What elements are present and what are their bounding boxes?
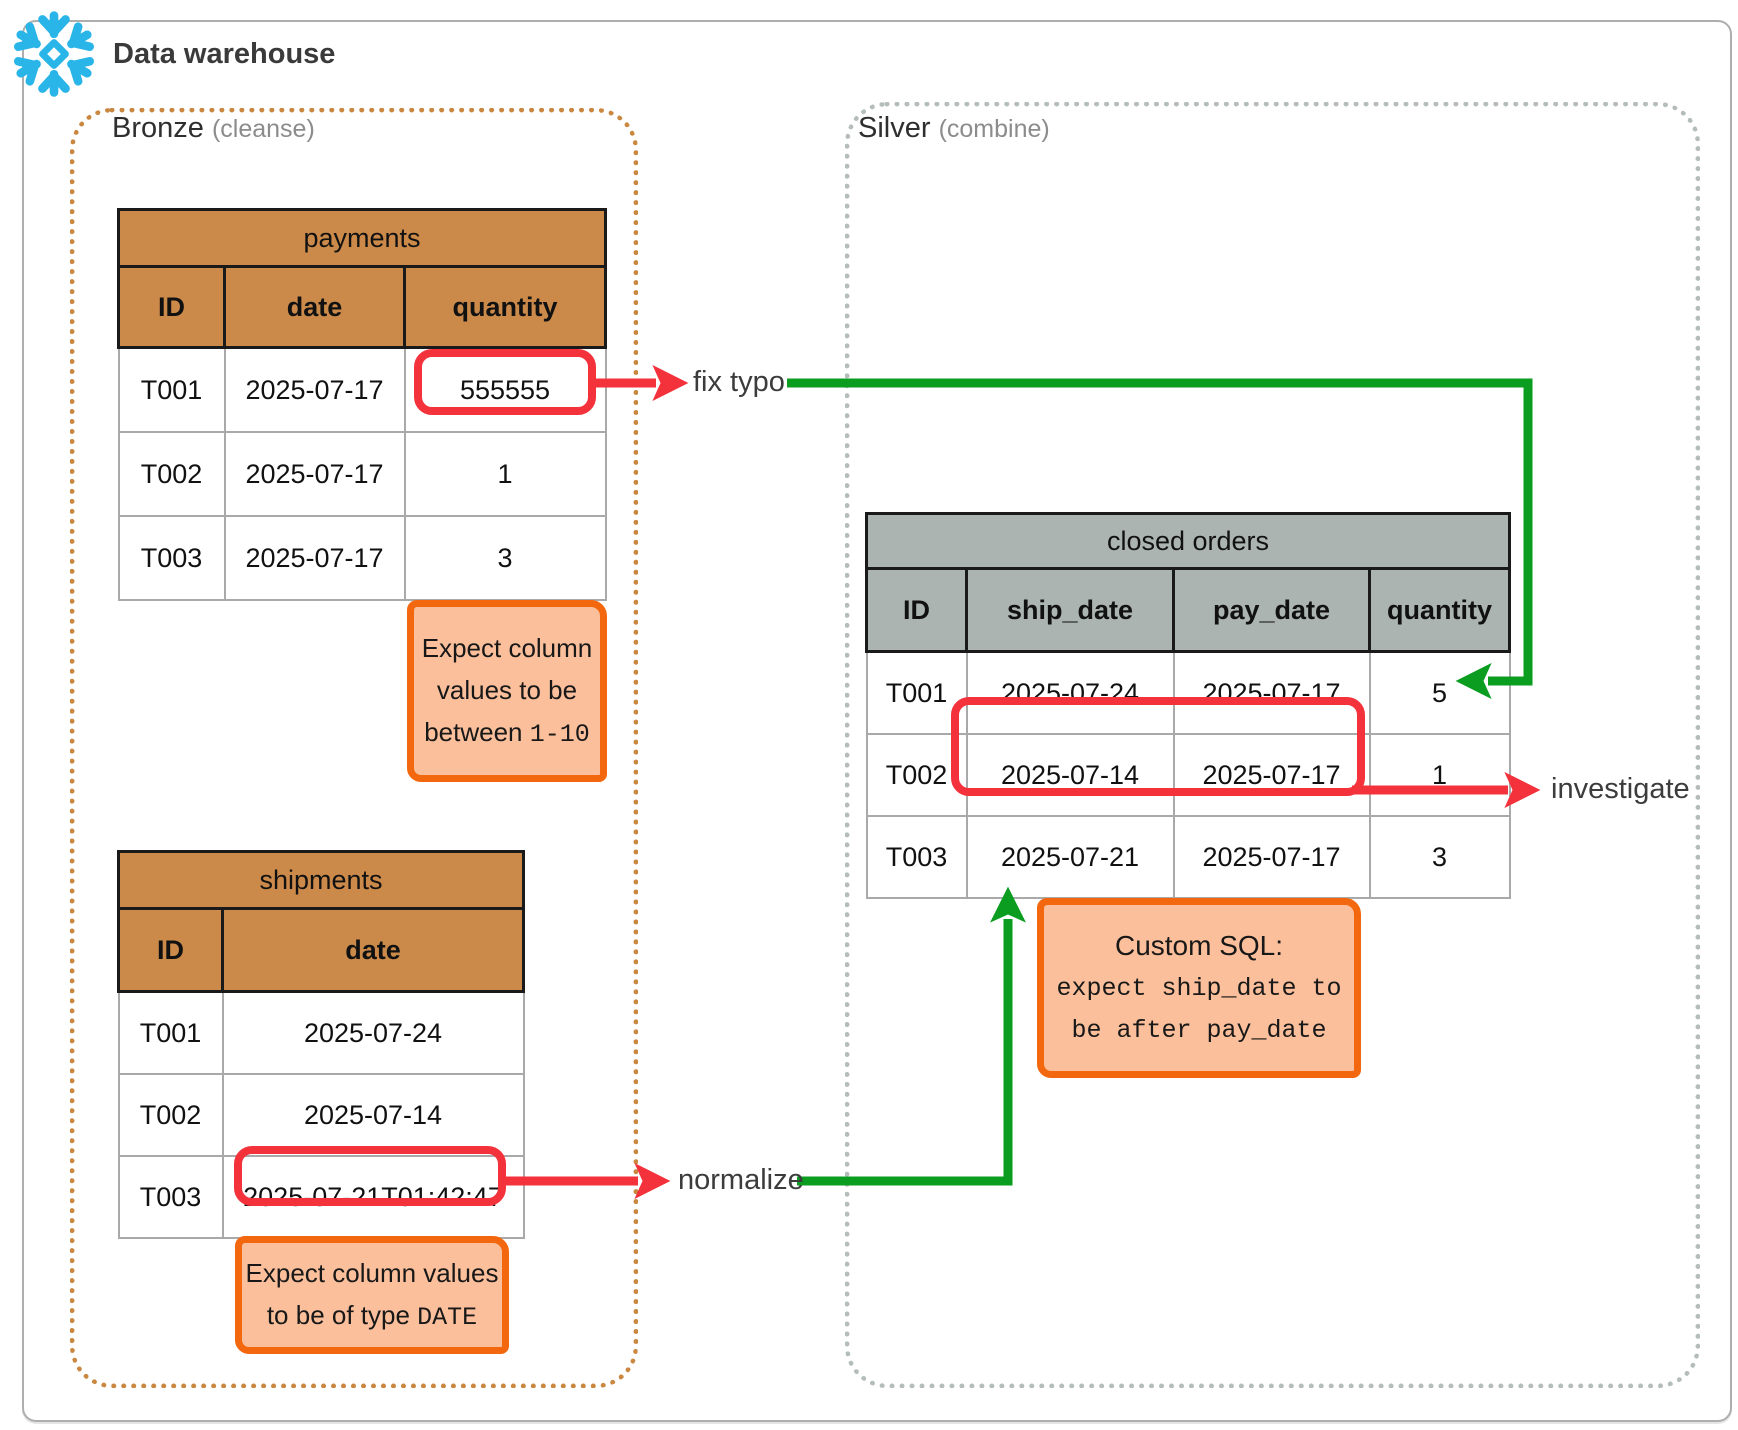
expectation-note-date-type: Expect column values to be of type DATE [235,1236,509,1354]
note-line: values to be [436,674,578,705]
cell: 1 [1368,733,1511,817]
expectation-note-custom-sql: Custom SQL: expect ship_date to be after… [1037,898,1361,1078]
cell: 3 [1368,815,1511,899]
expectation-note-range: Expect column values to be between 1-10 [407,600,607,782]
column-header: ship_date [965,567,1175,653]
bronze-zone-label: Bronze (cleanse) [112,112,315,145]
note-text: to be of type [266,1299,418,1330]
cell: T002 [117,431,226,517]
table-row: T002 2025-07-14 [117,1073,525,1157]
cell: T002 [117,1073,224,1157]
highlight-closed-orders-date-anomaly [951,697,1365,796]
cell: T001 [117,346,226,433]
normalize-label: normalize [678,1164,804,1196]
silver-zone-label: Silver (combine) [858,112,1050,145]
cell-normalized-date: 2025-07-21 [965,815,1175,899]
cell: 2025-07-17 [223,431,406,517]
highlight-payments-quantity-anomaly [414,349,596,415]
note-text: between [424,716,530,747]
column-header: date [221,907,525,993]
silver-zone-subtitle: (combine) [938,115,1050,143]
note-title: Custom SQL: [1114,930,1284,961]
cell: 3 [403,515,607,601]
note-code: be after pay_date [1071,1016,1327,1045]
cell: 1 [403,431,607,517]
investigate-label: investigate [1551,773,1690,805]
cell: 2025-07-14 [221,1073,525,1157]
cell-anomalous-date: 2025-07-21T01:42:47 [221,1155,525,1239]
note-line: between 1-10 [414,711,600,756]
closed-orders-table-title: closed orders [864,512,1512,570]
column-header: quantity [403,265,607,349]
payments-table-title: payments [117,208,607,268]
fix-typo-label: fix typo [693,366,785,398]
note-code: expect ship_date to [1056,974,1342,1003]
cell: 2025-07-24 [221,990,525,1075]
note-line: to be of type DATE [242,1294,502,1339]
cell: 2025-07-17 [1172,815,1371,899]
table-row: T003 2025-07-21T01:42:47 [117,1155,525,1239]
column-header: date [223,265,406,349]
cell: 2025-07-17 [223,346,406,433]
cell: T003 [865,815,968,899]
silver-zone-name: Silver [858,112,931,144]
cell: T002 [865,733,968,817]
note-code: DATE [417,1302,478,1332]
note-line: Expect column values [245,1257,499,1288]
column-header: ID [117,265,226,349]
bronze-zone [70,108,638,1388]
cell-suspect-pay-date: 2025-07-17 [1172,733,1371,817]
table-row: T002 2025-07-17 1 [117,431,607,517]
snowflake-logo-icon [13,11,95,97]
highlight-shipments-date-anomaly [234,1146,506,1206]
silver-zone [845,102,1700,1388]
note-code: 1-10 [529,719,590,749]
warehouse-container [22,20,1732,1422]
payments-table: payments ID date quantity T001 2025-07-1… [117,208,607,601]
cell-suspect-ship-date: 2025-07-14 [965,733,1175,817]
table-row: T001 2025-07-24 [117,990,525,1075]
shipments-table: shipments ID date T001 2025-07-24 T002 2… [117,850,525,1239]
shipments-table-title: shipments [117,850,525,910]
cell: 2025-07-17 [223,515,406,601]
column-header: pay_date [1172,567,1371,653]
table-row: T001 2025-07-17 555555 [117,346,607,433]
cell: T001 [117,990,224,1075]
note-line: Expect column [421,632,593,663]
column-header: ID [865,567,968,653]
cell: T003 [117,1155,224,1239]
bronze-zone-subtitle: (cleanse) [211,115,315,143]
cell: T003 [117,515,226,601]
column-header: quantity [1367,567,1512,653]
column-header: ID [117,907,224,993]
cell-anomalous-quantity: 555555 [403,346,607,433]
page-title: Data warehouse [113,38,336,70]
table-row: T002 2025-07-14 2025-07-17 1 [865,733,1511,817]
bronze-zone-name: Bronze [112,112,204,144]
table-row: T003 2025-07-17 3 [117,515,607,601]
cell-fixed-quantity: 5 [1368,650,1511,735]
table-row: T003 2025-07-21 2025-07-17 3 [865,815,1511,899]
